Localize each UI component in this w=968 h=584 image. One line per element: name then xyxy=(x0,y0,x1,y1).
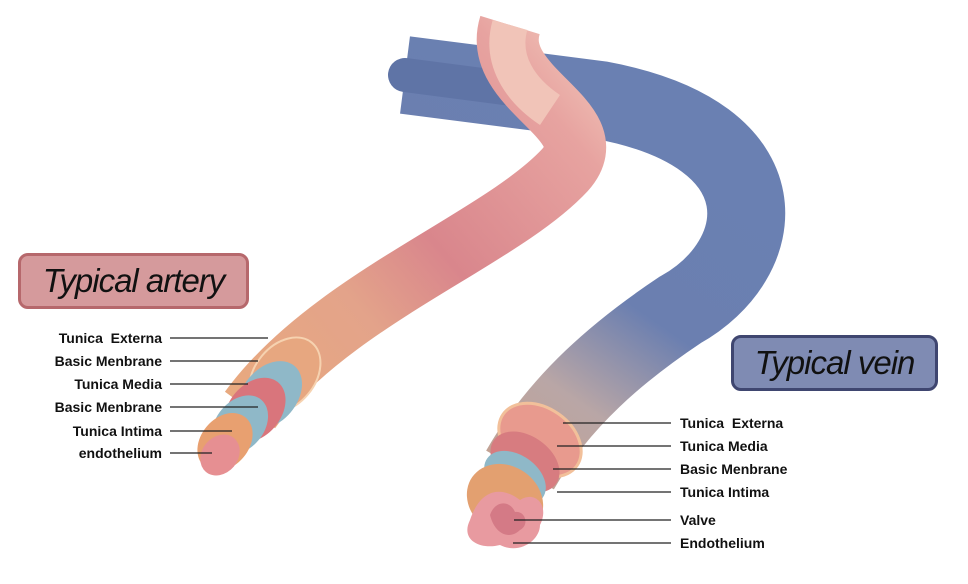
vein-label-basic-membrane: Basic Menbrane xyxy=(680,461,788,477)
artery-title: Typical artery xyxy=(18,253,249,309)
vein-label-tunica-intima: Tunica Intima xyxy=(680,484,770,500)
vein-label-tunica-media: Tunica Media xyxy=(680,438,768,454)
vein-label-valve: Valve xyxy=(680,512,716,528)
vein-title: Typical vein xyxy=(731,335,938,391)
artery-label-endothelium: endothelium xyxy=(78,445,162,461)
artery-label-tunica-media: Tunica Media xyxy=(74,376,162,392)
artery-label-basic-membrane-inner: Basic Menbrane xyxy=(54,399,162,415)
vein-tube xyxy=(388,36,786,549)
artery-label-tunica-externa: Tunica Externa xyxy=(58,330,162,346)
artery-tube xyxy=(197,15,607,476)
artery-label-tunica-intima: Tunica Intima xyxy=(72,423,162,439)
leader-lines xyxy=(170,337,671,544)
vein-label-tunica-externa: Tunica Externa xyxy=(680,415,784,431)
vein-label-endothelium: Endothelium xyxy=(680,535,765,551)
artery-label-basic-membrane-outer: Basic Menbrane xyxy=(54,353,162,369)
